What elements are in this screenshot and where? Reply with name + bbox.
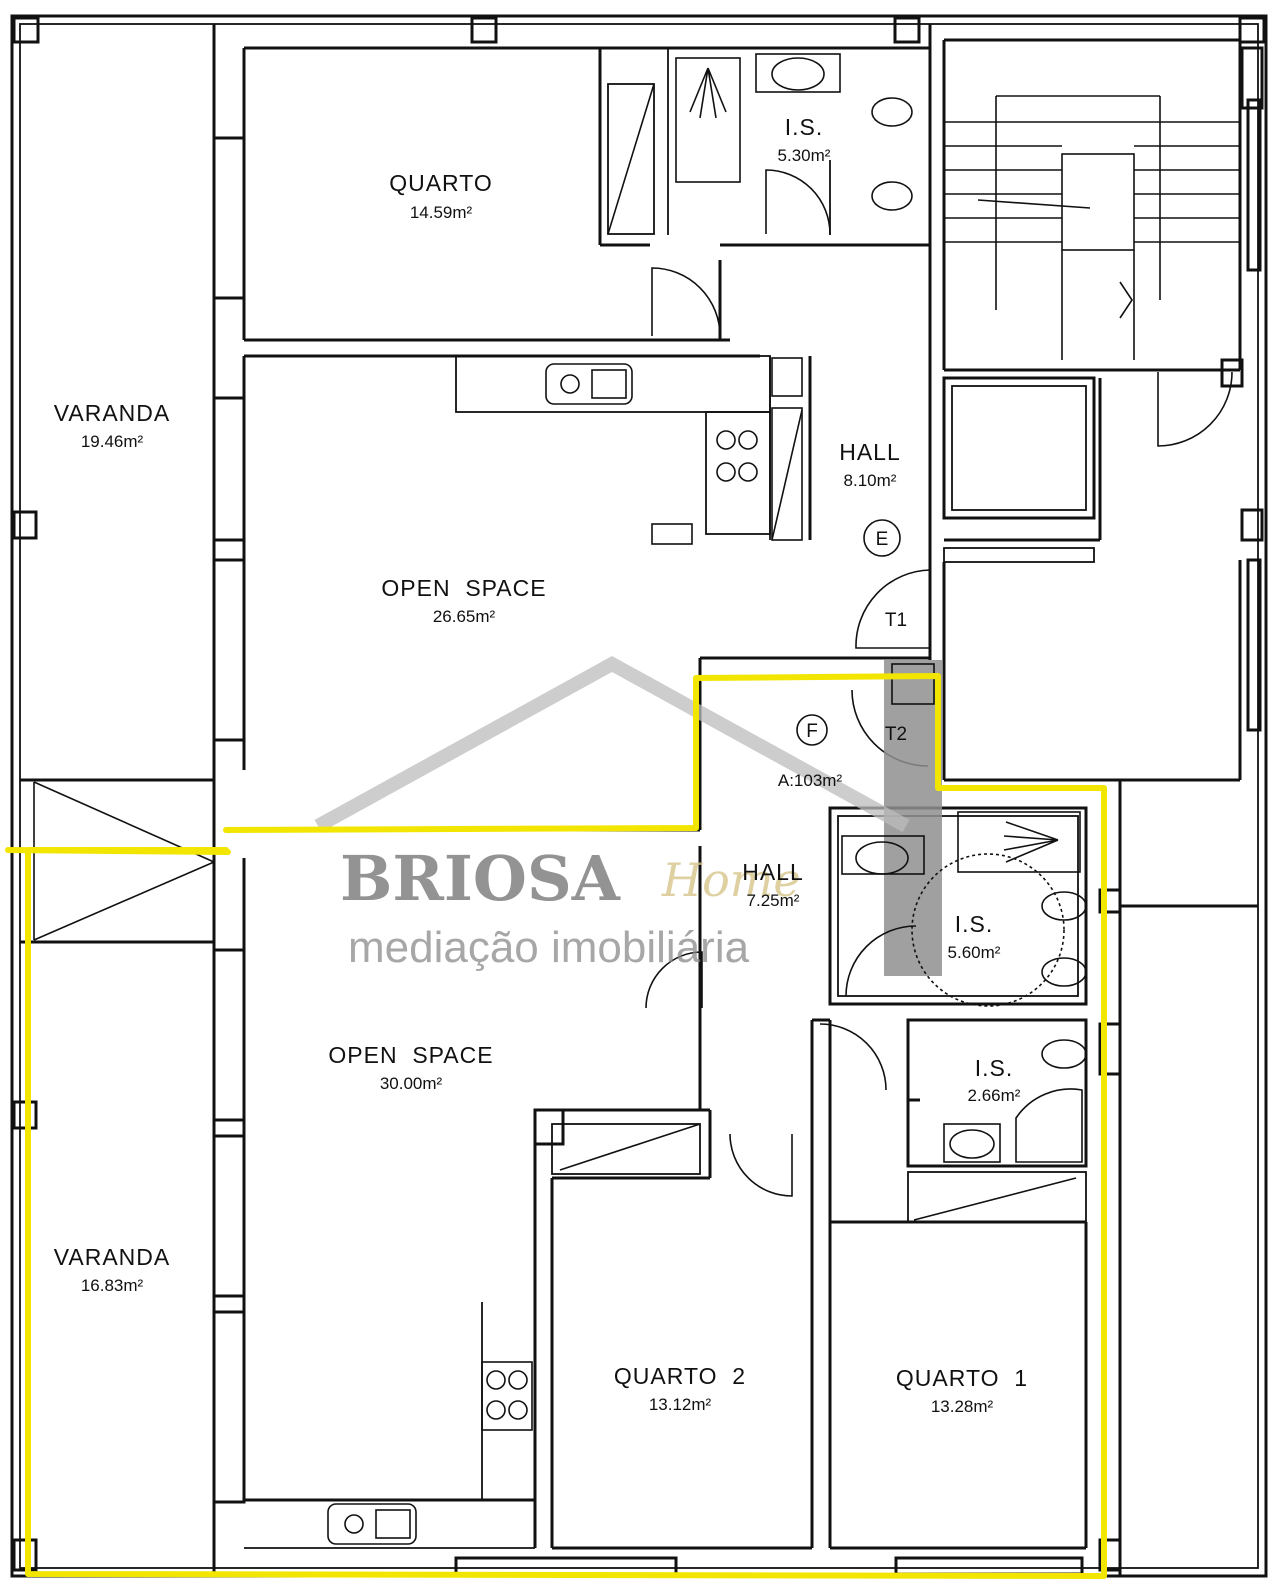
room-name-quarto-top: QUARTO <box>389 170 493 196</box>
marker-e: E <box>876 529 889 550</box>
room-area-varanda-top: 19.46m² <box>81 432 144 451</box>
room-name-open-space-top: OPEN SPACE <box>381 575 546 601</box>
room-area-hall-mid: 7.25m² <box>747 891 800 910</box>
room-name-is-top: I.S. <box>785 114 824 140</box>
fixtures <box>244 53 1240 1549</box>
marker-t2: T2 <box>885 724 907 745</box>
watermark-brand: BRIOSA <box>340 842 621 915</box>
room-name-is-small: I.S. <box>975 1055 1014 1081</box>
room-name-hall-mid: HALL <box>742 859 804 885</box>
bottom-unit-walls <box>12 778 1258 1576</box>
watermark: BRIOSA Home mediação imobiliária <box>314 656 910 972</box>
room-name-quarto-1: QUARTO 1 <box>896 1365 1028 1391</box>
watermark-subtitle: mediação imobiliária <box>348 923 750 972</box>
marker-t1: T1 <box>885 610 907 631</box>
room-area-is-small: 2.66m² <box>968 1086 1021 1105</box>
room-area-is-top: 5.30m² <box>778 146 831 165</box>
room-area-open-space-bottom: 30.00m² <box>380 1074 443 1093</box>
room-name-is-mid: I.S. <box>955 911 994 937</box>
room-area-quarto-2: 13.12m² <box>649 1395 712 1414</box>
room-area-open-space-top: 26.65m² <box>433 607 496 626</box>
room-area-hall-top: 8.10m² <box>844 471 897 490</box>
room-name-open-space-bottom: OPEN SPACE <box>328 1042 493 1068</box>
room-name-hall-top: HALL <box>839 439 901 465</box>
watermark-script: Home <box>661 853 801 907</box>
watermark-roof-icon <box>314 656 910 833</box>
room-area-is-mid: 5.60m² <box>948 943 1001 962</box>
stairs <box>944 95 1240 360</box>
room-name-quarto-2: QUARTO 2 <box>614 1363 746 1389</box>
markers: E F T1 T2 A:103m² <box>778 529 907 790</box>
marker-a-area: A:103m² <box>778 771 843 790</box>
room-name-varanda-top: VARANDA <box>54 400 171 426</box>
room-area-quarto-1: 13.28m² <box>931 1397 994 1416</box>
unit-highlight <box>5 673 1107 1579</box>
room-name-varanda-bottom: VARANDA <box>54 1244 171 1270</box>
room-area-quarto-top: 14.59m² <box>410 203 473 222</box>
room-area-varanda-bottom: 16.83m² <box>81 1276 144 1295</box>
room-labels: QUARTO 14.59m² I.S. 5.30m² VARANDA 19.46… <box>54 114 1028 1416</box>
marker-f: F <box>806 721 818 742</box>
